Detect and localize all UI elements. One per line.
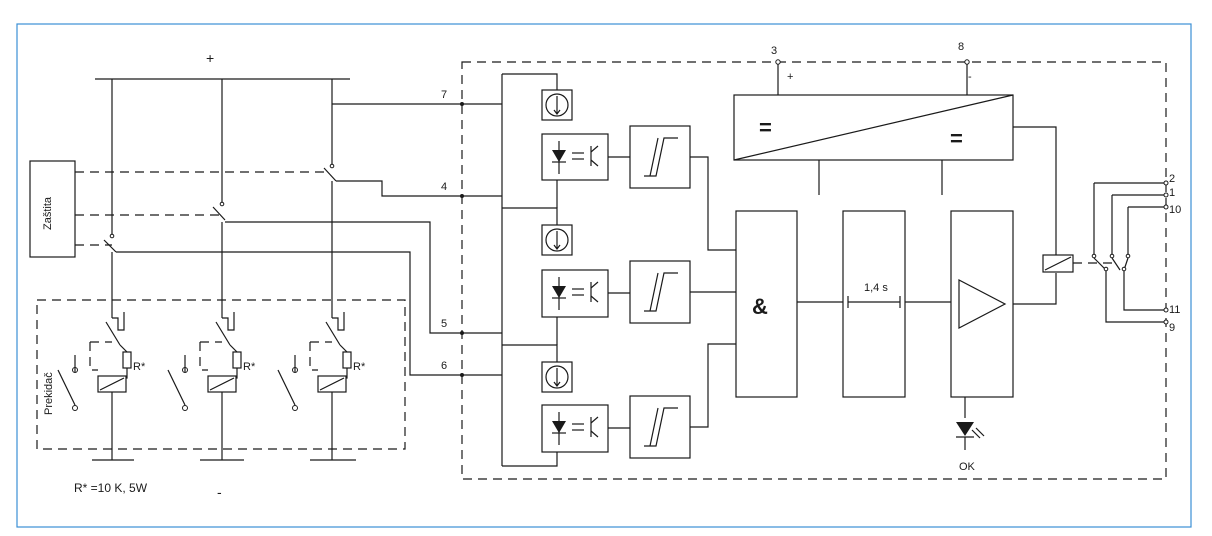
terminal-dot	[1163, 319, 1169, 325]
contact-point	[329, 163, 335, 169]
protection-contact-2	[212, 206, 226, 221]
input-channel-1	[541, 89, 736, 251]
terminal-6: 6	[441, 360, 447, 372]
switch-group-box	[36, 299, 406, 450]
terminal-2: 2	[1169, 173, 1175, 185]
plus-label: +	[206, 50, 214, 66]
switch-cell-3: R*	[277, 181, 366, 461]
terminal-10: 10	[1169, 204, 1181, 216]
terminal-9: 9	[1169, 322, 1175, 334]
switch-label: Prekidač	[43, 372, 55, 415]
module-box	[461, 61, 1167, 480]
terminal-dot	[964, 59, 970, 65]
ok-label: OK	[959, 461, 976, 473]
terminal-dot	[1163, 307, 1169, 313]
terminal-dot	[1163, 180, 1169, 186]
resistor-label-2: R*	[243, 361, 256, 373]
outer-frame	[16, 23, 1192, 528]
converter-equal-left: =	[759, 115, 772, 140]
terminal-8: 8	[958, 41, 964, 53]
ok-led-icon	[956, 422, 974, 436]
wire	[1013, 273, 1057, 305]
terminal-dot	[775, 59, 781, 65]
input-channel-2	[541, 224, 736, 324]
timer-label: 1,4 s	[864, 282, 888, 294]
switch-cell-2: R*	[167, 222, 256, 461]
bus-bottom	[502, 452, 558, 467]
terminal-dot	[460, 194, 464, 198]
terminal-8-polarity: -	[968, 71, 972, 83]
resistor-note: R* =10 K, 5W	[74, 481, 148, 495]
terminal-dot	[460, 373, 464, 377]
protection-box	[29, 160, 76, 258]
protection-contact-3	[323, 167, 337, 182]
terminal-11: 11	[1169, 304, 1180, 316]
timer-block	[842, 210, 906, 398]
input-channel-3	[541, 343, 736, 459]
protection-label: Zaštita	[42, 196, 54, 230]
and-gate-symbol: &	[752, 294, 768, 319]
terminal-dot	[1163, 192, 1169, 198]
protection-contact-1	[103, 239, 117, 253]
wire-to-5	[225, 221, 502, 334]
optocoupler	[541, 269, 609, 318]
terminal-7: 7	[441, 89, 447, 101]
terminal-1: 1	[1169, 187, 1175, 199]
terminal-4: 4	[441, 181, 447, 193]
optocoupler	[541, 133, 609, 181]
switch-cell-1: R*	[57, 252, 146, 461]
terminal-dot	[1163, 204, 1169, 210]
terminal-5: 5	[441, 318, 447, 330]
terminal-3-polarity: +	[787, 71, 793, 83]
converter-equal-right: =	[950, 126, 963, 151]
bus-lower	[502, 344, 558, 362]
terminal-dot	[460, 331, 464, 335]
resistor-label-1: R*	[133, 361, 146, 373]
contact-point	[219, 201, 225, 207]
terminal-dot	[460, 102, 464, 106]
wire	[1013, 126, 1057, 255]
minus-label: -	[217, 484, 222, 500]
contact-point	[109, 233, 115, 239]
resistor-label-3: R*	[353, 361, 366, 373]
terminal-3: 3	[771, 45, 777, 57]
bus-mid	[502, 207, 558, 225]
wire-to-4	[336, 180, 502, 197]
bus-top	[502, 73, 558, 90]
and-gate	[735, 210, 798, 398]
wire-to-6	[116, 251, 502, 376]
optocoupler	[541, 404, 609, 453]
